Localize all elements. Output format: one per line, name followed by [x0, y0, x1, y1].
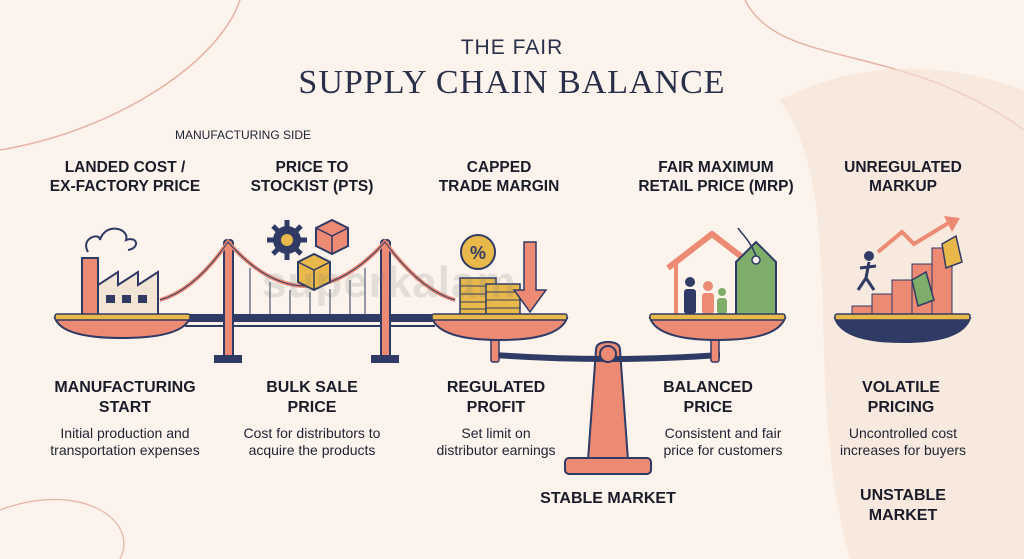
title-line-1: THE FAIR [460, 36, 564, 59]
stage-4-subheading: BALANCED PRICE [663, 379, 753, 416]
title-line-2: SUPPLY CHAIN BALANCE [298, 64, 726, 101]
stage-4-heading: FAIR MAXIMUM RETAIL PRICE (MRP) [638, 159, 794, 195]
bridge-tower-left [223, 239, 234, 361]
unstable-market-label: UNSTABLE MARKET [860, 487, 946, 524]
bridge-deck [185, 314, 435, 322]
stage-5-heading: UNREGULATED MARKUP [844, 159, 962, 195]
stage-3-heading: CAPPED TRADE MARGIN [438, 159, 560, 195]
percent-symbol: % [470, 243, 486, 263]
stage-5-subheading: VOLATILE PRICING [862, 379, 940, 416]
pan-4 [648, 317, 787, 342]
stage-4-description: Consistent and fair price for customers [663, 425, 783, 458]
stage-1-subheading: MANUFACTURING START [54, 379, 196, 416]
scale-stand [564, 340, 652, 475]
stage-2-subheading: BULK SALE PRICE [266, 379, 358, 416]
box-icon [297, 218, 349, 292]
stage-3-description: Set limit on distributor earnings [436, 425, 556, 458]
gear-icon [267, 220, 307, 260]
watermark: superkalam [262, 258, 517, 307]
stage-2-heading: PRICE TO STOCKIST (PTS) [250, 159, 374, 195]
factory-icon [81, 227, 159, 317]
price-tag-icon [735, 227, 777, 317]
stage-5-description: Uncontrolled cost increases for buyers [839, 425, 967, 458]
stable-market-label: STABLE MARKET [540, 490, 676, 507]
stage-3-subheading: REGULATED PROFIT [446, 379, 546, 416]
pan-3 [430, 317, 569, 342]
side-label: MANUFACTURING SIDE [175, 128, 312, 142]
stage-2-description: Cost for distributors to acquire the pro… [243, 425, 381, 458]
stage-1-heading: LANDED COST / EX-FACTORY PRICE [49, 159, 201, 195]
pan-5 [833, 317, 972, 344]
rising-stairs-icon [851, 247, 953, 317]
pan-1 [53, 317, 192, 340]
stage-1-description: Initial production and transportation ex… [50, 425, 200, 458]
rising-arrow-icon [876, 220, 952, 254]
down-arrow-icon [512, 241, 548, 314]
rising-tags-icon [911, 234, 963, 308]
